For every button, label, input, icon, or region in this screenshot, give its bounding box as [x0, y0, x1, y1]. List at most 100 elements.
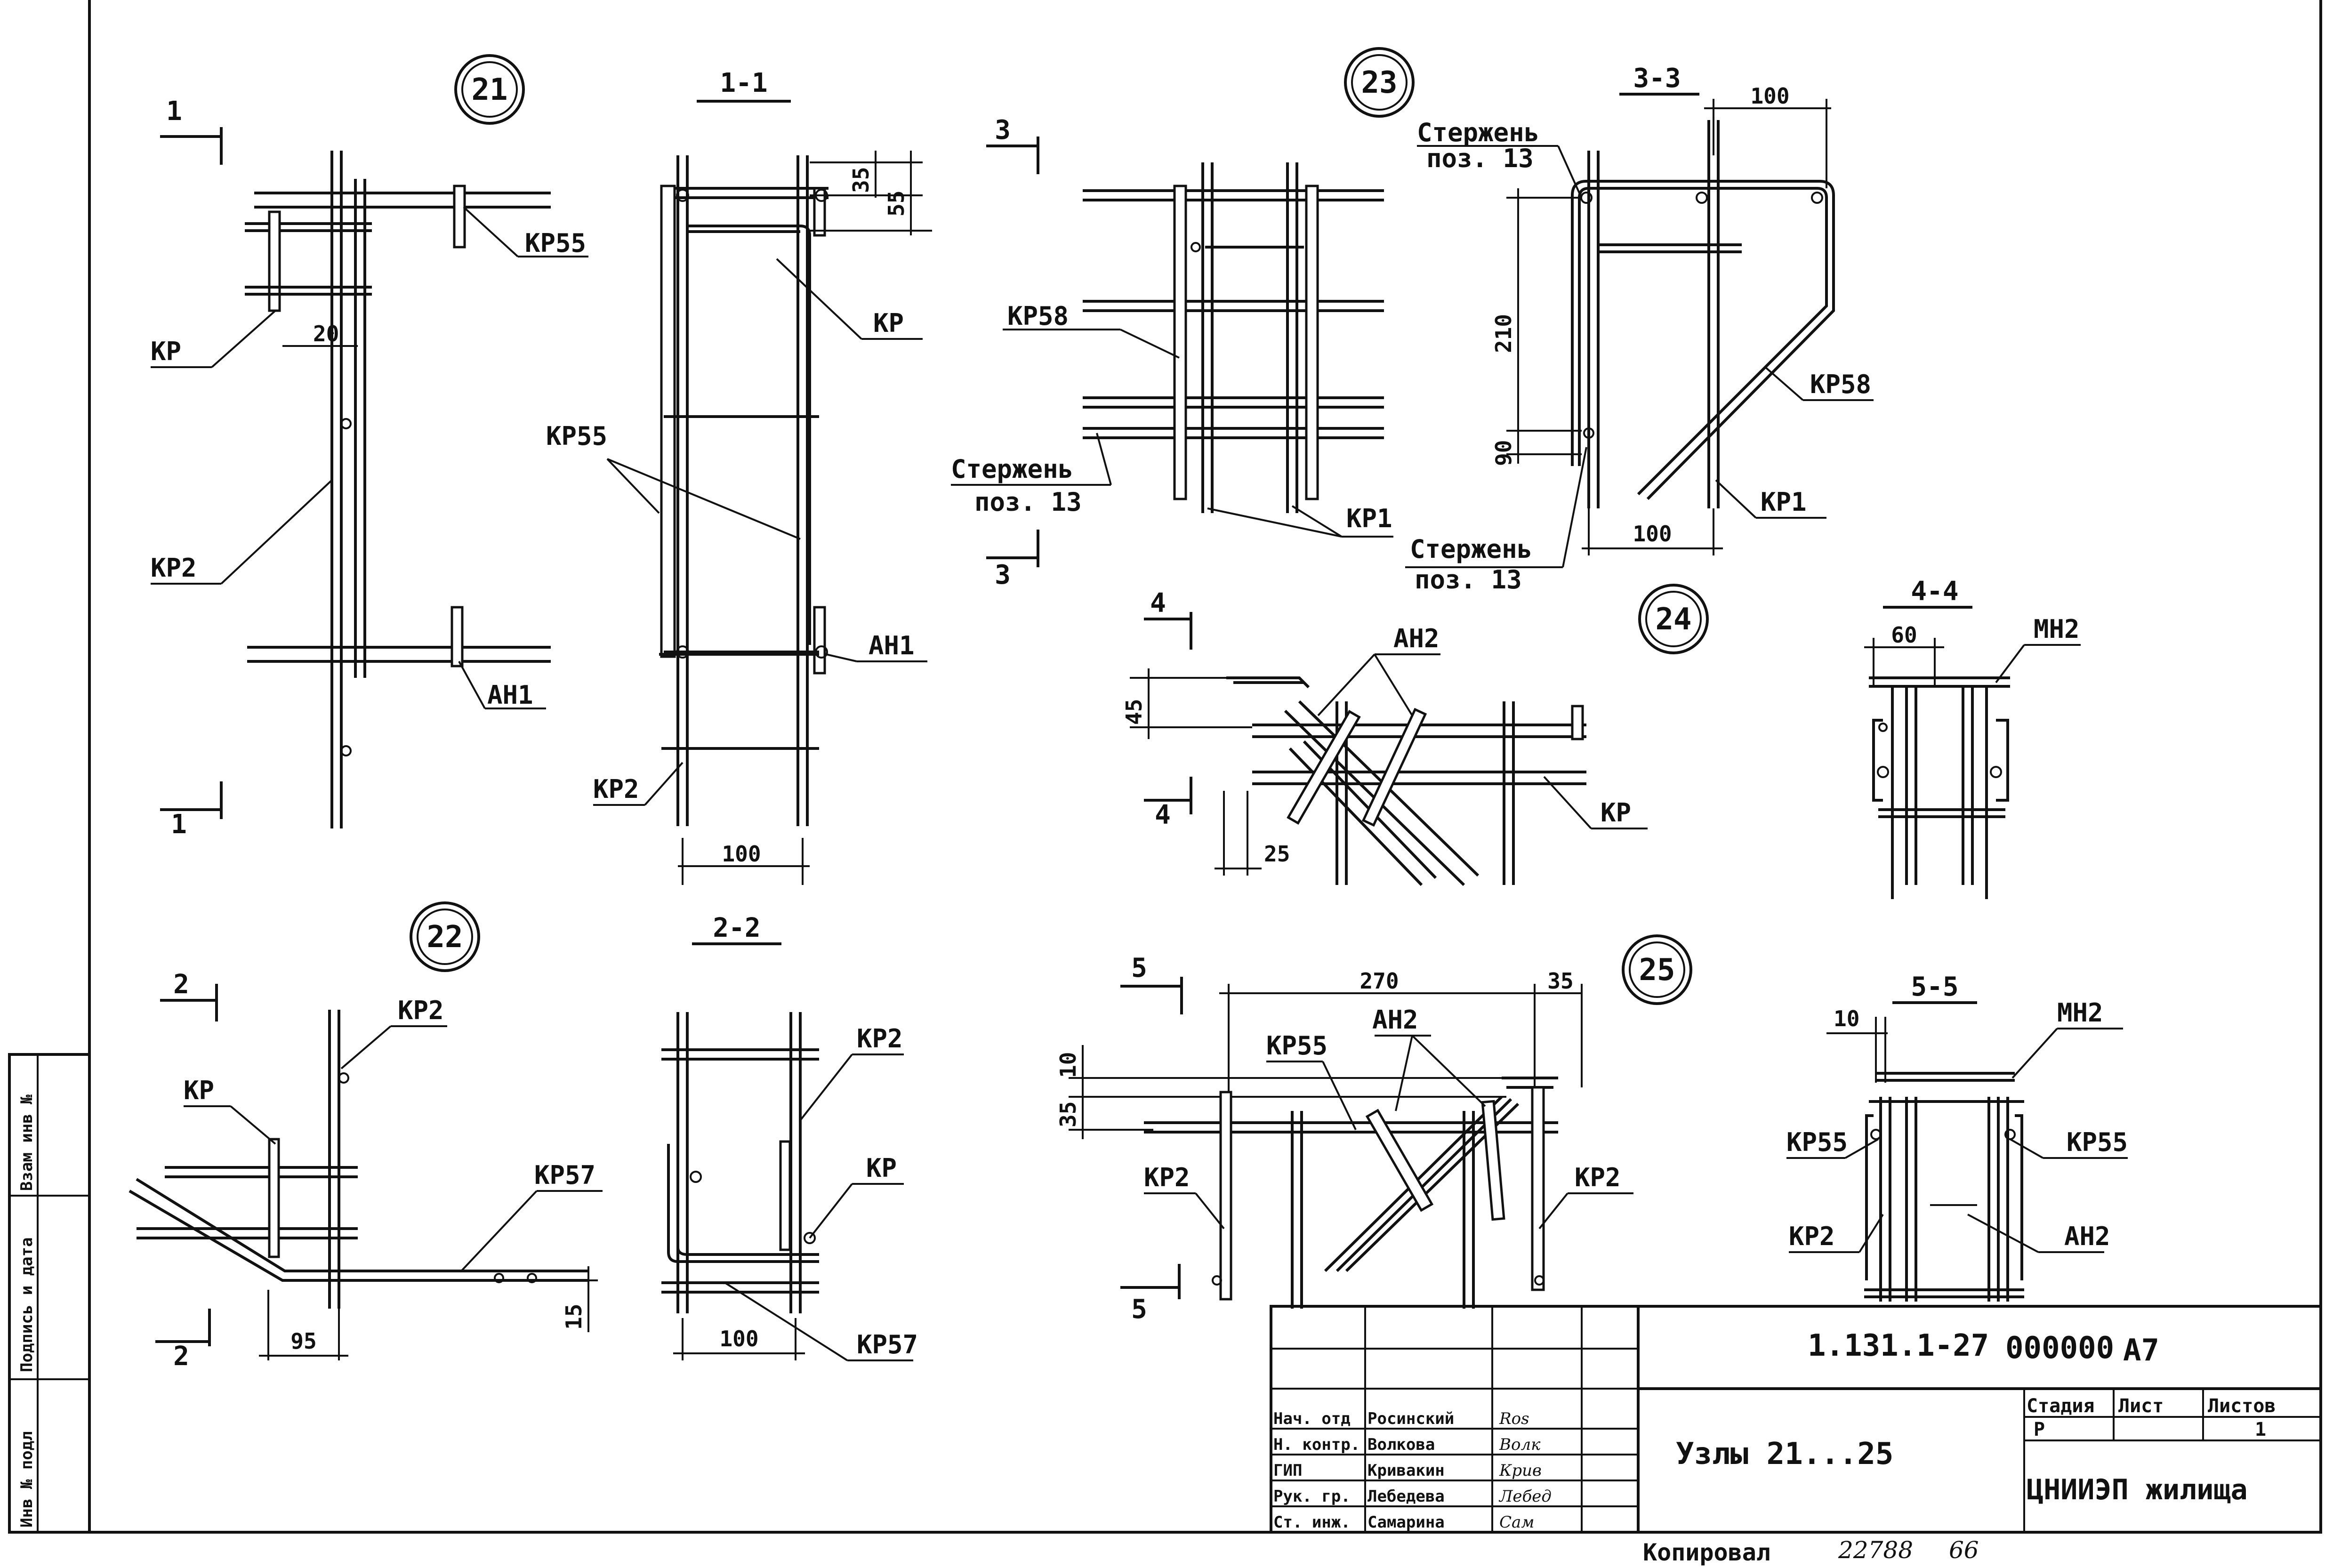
cut-mark-2-bottom: 2: [173, 1341, 189, 1372]
cut-mark-4-top: 4: [1150, 588, 1166, 619]
signature-3: Крив: [1499, 1461, 1542, 1480]
n21-an1-label: АН1: [487, 680, 533, 710]
node-22: 22 2 2 КР2 КР КР57 95 15: [129, 901, 603, 1372]
cut-mark-5-bottom: 5: [1131, 1294, 1147, 1325]
n24-dim-25: 25: [1264, 841, 1290, 867]
n22-dim-95: 95: [290, 1328, 316, 1354]
n25-dim-35-left: 35: [1055, 1102, 1081, 1127]
s33-dim-90: 90: [1491, 440, 1516, 466]
n23-rod-label: Стержень: [951, 454, 1073, 484]
section-2-2-label: 2-2: [713, 913, 760, 943]
s11-dim-100: 100: [722, 841, 761, 867]
node-21: 21 1 1 КР55 КР 20 КР2 АН: [151, 54, 588, 840]
footer-format: 66: [1949, 1536, 1979, 1564]
n25-kr55-label: КР55: [1266, 1031, 1327, 1061]
role-5: Ст. инж.: [1273, 1513, 1351, 1532]
side-sign: Подпись и дата: [17, 1237, 36, 1372]
n24-dim-45: 45: [1121, 699, 1147, 725]
n25-kr2-right-label: КР2: [1575, 1163, 1621, 1192]
s22-dim-100: 100: [719, 1326, 758, 1351]
signature-5: Сам: [1499, 1513, 1534, 1532]
name-1: Росинский: [1368, 1409, 1454, 1428]
sheets-header: Листов: [2208, 1395, 2276, 1417]
s55-dim-10: 10: [1834, 1006, 1859, 1031]
footer-number: 22788: [1838, 1536, 1913, 1564]
s44-mn2-label: МН2: [2034, 614, 2080, 644]
s11-kr55-label: КР55: [546, 421, 607, 451]
signature-1: Ros: [1499, 1409, 1529, 1428]
cut-mark-5-top: 5: [1131, 953, 1147, 983]
sheets-value: 1: [2255, 1419, 2266, 1440]
node-25-label: 25: [1639, 953, 1675, 988]
s22-kr-label: КР: [866, 1153, 897, 1183]
title-block: 1.131.1-27 000000 А7 Узлы 21...25 Стадия…: [1270, 1305, 2322, 1534]
s11-kr2-label: КР2: [593, 774, 639, 804]
role-1: Нач. отд: [1273, 1409, 1351, 1428]
s33-rod-bottom-label: Стержень: [1410, 534, 1532, 564]
n21-kr55-label: КР55: [525, 228, 586, 258]
section-2-2: 2-2 КР2 КР КР57 100: [661, 913, 918, 1361]
stage-header: Стадия: [2027, 1395, 2095, 1417]
cut-mark-1-top: 1: [166, 96, 182, 127]
node-24: 24 4 4 АН2 КР 45 25: [1121, 584, 1709, 886]
s11-an1-label: АН1: [869, 631, 915, 660]
node-23-label: 23: [1361, 65, 1397, 100]
n25-dim-10: 10: [1055, 1052, 1081, 1078]
footer-copied: Копировал: [1643, 1539, 1770, 1566]
s33-rod-top-label: Стержень: [1417, 118, 1539, 147]
s33-pos13-bottom-label: поз. 13: [1415, 565, 1522, 595]
node-22-label: 22: [426, 920, 463, 955]
n25-dim-35-top: 35: [1547, 968, 1573, 994]
section-3-3: 3-3 Стержень поз. 13 100 210 90 100: [1405, 63, 1874, 595]
s11-dim-55: 55: [884, 191, 909, 217]
section-1-1: 1-1 35 55 100 КР: [546, 68, 932, 885]
s55-kr55-right-label: КР55: [2067, 1127, 2128, 1157]
side-inv: Инв № подл: [17, 1431, 36, 1528]
node-25: 25 5 5 270 35 10 35 КР5: [1055, 934, 1692, 1325]
side-vzam: Взам инв №: [17, 1094, 36, 1191]
section-4-4-label: 4-4: [1911, 576, 1958, 607]
s33-pos13-top-label: поз. 13: [1426, 144, 1534, 173]
cut-mark-3-top: 3: [995, 115, 1011, 145]
side-strip: Инв № подл Подпись и дата Взам инв №: [8, 1053, 91, 1534]
s55-kr2-label: КР2: [1789, 1222, 1835, 1251]
doc-title: Узлы 21...25: [1676, 1437, 1893, 1472]
footer: Копировал 22788 66: [1643, 1536, 1979, 1566]
node-23: 23 3 3 КР58 Стержень поз. 13 КР1: [951, 47, 1415, 590]
n22-kr57-label: КР57: [534, 1160, 595, 1190]
signature-2: Волк: [1499, 1435, 1541, 1454]
cut-mark-3-bottom: 3: [995, 560, 1011, 590]
node-24-label: 24: [1655, 602, 1691, 637]
doc-format: А7: [2123, 1333, 2159, 1368]
n22-kr-label: КР: [184, 1076, 214, 1105]
cut-mark-4-bottom: 4: [1155, 800, 1171, 830]
s33-kr1-label: КР1: [1761, 487, 1807, 517]
section-5-5: 5-5 10 МН2 КР55 КР55 КР2 АН2: [1786, 972, 2128, 1302]
name-3: Кривакин: [1368, 1461, 1445, 1480]
n24-kr-label: КР: [1601, 798, 1631, 828]
s33-dim-100-top: 100: [1750, 83, 1789, 109]
s33-kr58-label: КР58: [1810, 370, 1871, 399]
n25-kr2-left-label: КР2: [1144, 1163, 1190, 1192]
n21-dim-20: 20: [313, 321, 339, 346]
s55-an2-label: АН2: [2064, 1222, 2110, 1251]
s22-kr2-label: КР2: [857, 1024, 903, 1053]
section-1-1-label: 1-1: [720, 68, 767, 98]
n25-dim-270: 270: [1360, 968, 1399, 994]
n23-kr1-label: КР1: [1346, 504, 1392, 533]
node-21-label: 21: [471, 72, 507, 107]
s33-dim-210: 210: [1491, 314, 1516, 353]
signature-4: Лебед: [1498, 1487, 1552, 1506]
n21-kr2-label: КР2: [151, 553, 197, 583]
role-3: ГИП: [1273, 1461, 1302, 1480]
n22-kr2-label: КР2: [398, 996, 444, 1025]
s55-kr55-left-label: КР55: [1786, 1127, 1848, 1157]
name-2: Волкова: [1368, 1435, 1435, 1454]
cut-mark-2-top: 2: [173, 969, 189, 1000]
s11-dim-35: 35: [848, 167, 874, 193]
s44-dim-60: 60: [1891, 622, 1917, 648]
s33-dim-100-bottom: 100: [1633, 521, 1672, 547]
n23-pos13-label: поз. 13: [974, 487, 1082, 517]
n24-an2-label: АН2: [1393, 624, 1440, 653]
